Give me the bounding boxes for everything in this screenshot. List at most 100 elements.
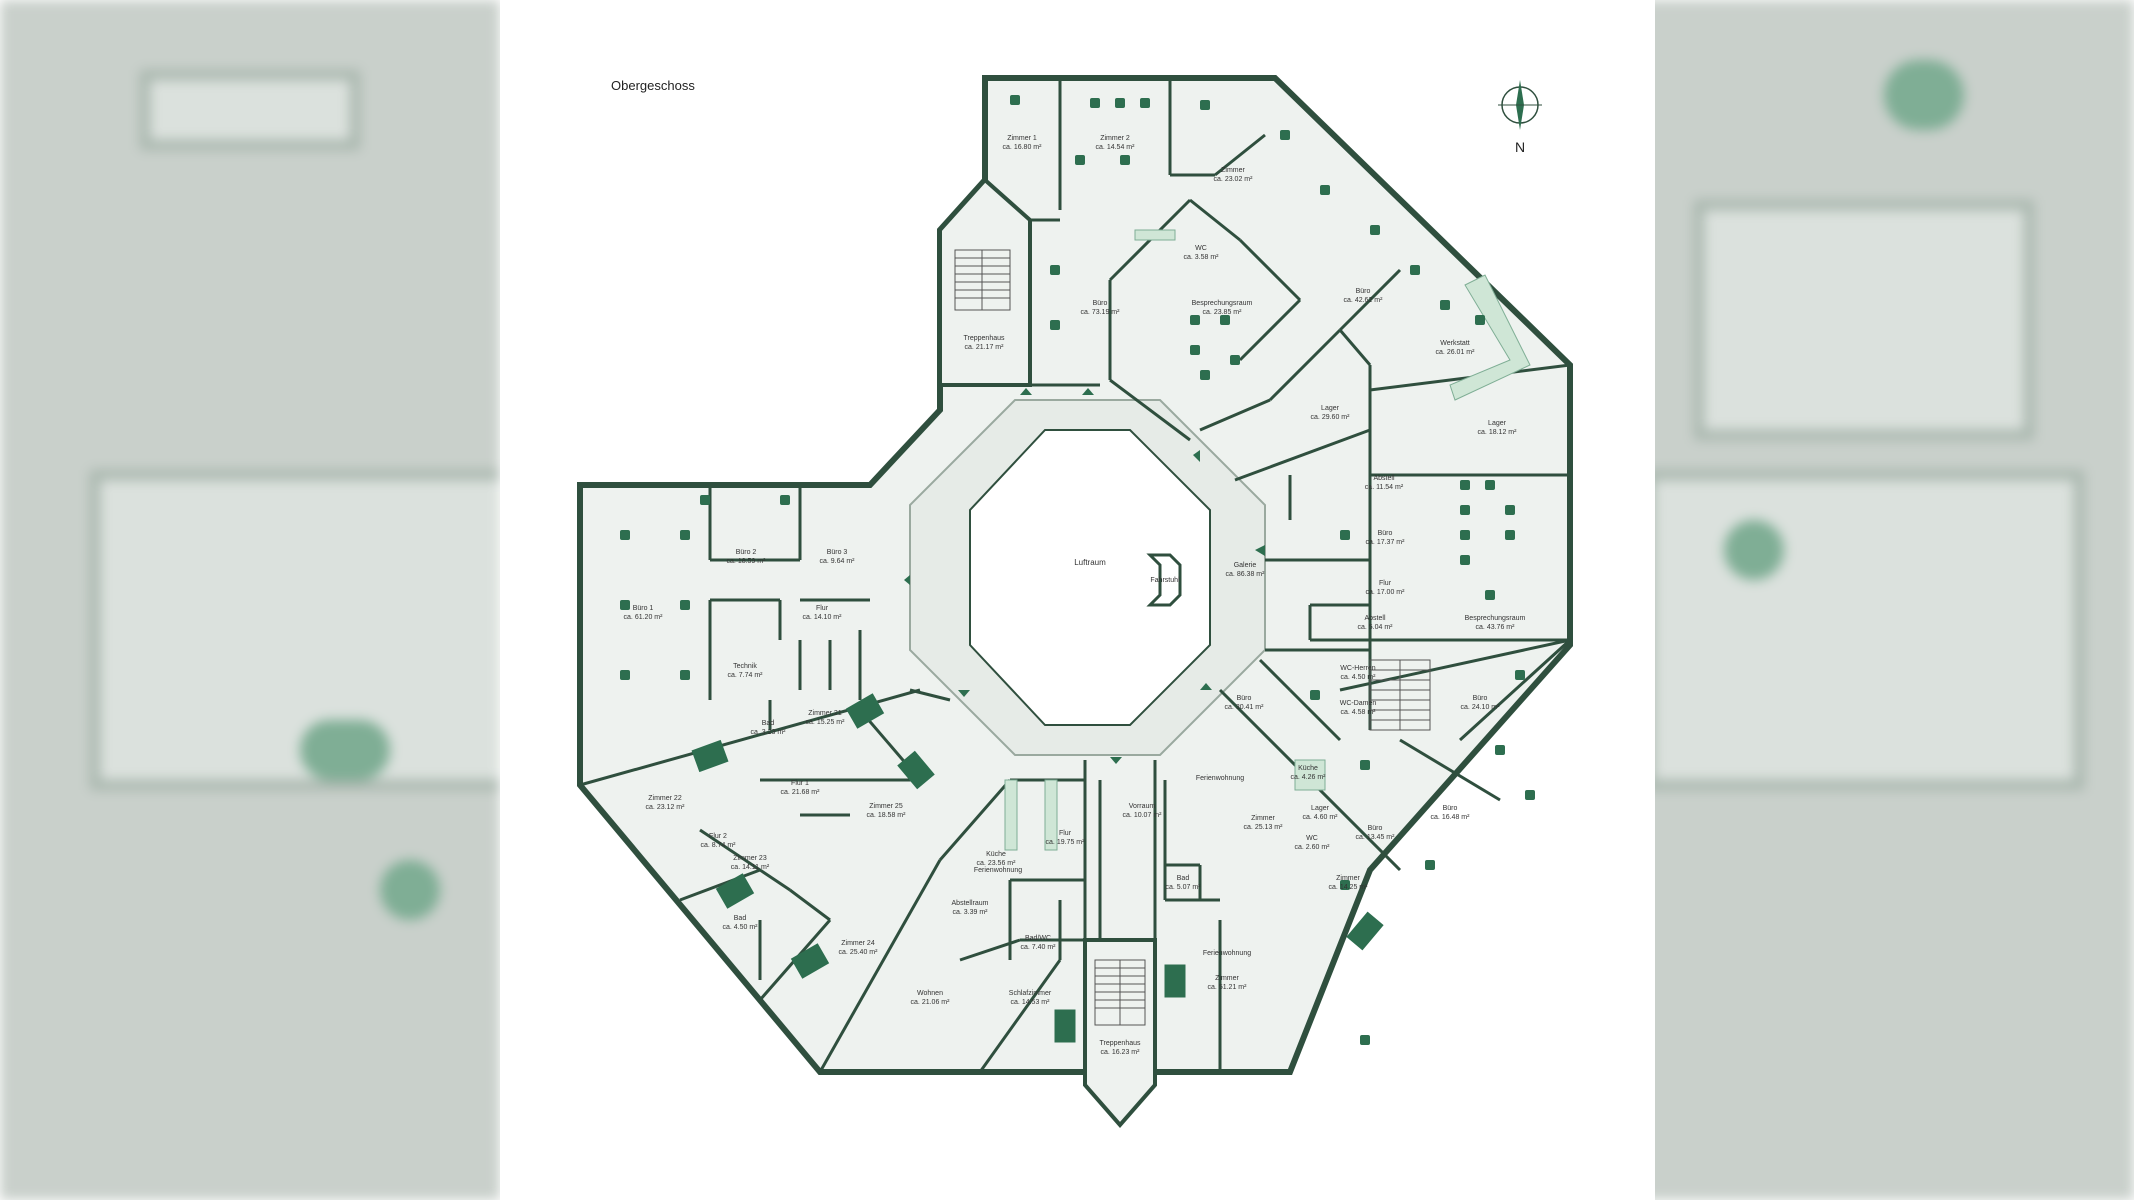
room-area-abstell-11: ca. 11.54 m² <box>1365 484 1404 491</box>
room-name-zimmer-ne: Zimmer <box>1221 167 1245 174</box>
room-area-flur-2: ca. 8.74 m² <box>700 842 736 849</box>
room-area-buero-30: ca. 30.41 m² <box>1225 704 1265 711</box>
room-name-abstell-5: Abstell <box>1364 615 1385 622</box>
room-name-kueche-fw: Küche <box>986 851 1006 858</box>
room-area-buero-13: ca. 13.45 m² <box>1356 834 1396 841</box>
room-name-lager-29: Lager <box>1321 405 1340 412</box>
room-area-zimmer-1: ca. 16.80 m² <box>1003 144 1043 151</box>
room-name-vorraum: Vorraum <box>1129 803 1156 810</box>
room-name-zimmer-25-13: Zimmer <box>1251 815 1275 822</box>
room-name-buero-30: Büro <box>1237 695 1252 702</box>
room-area-zimmer-22: ca. 23.12 m² <box>646 804 686 811</box>
room-area-zimmer-25: ca. 18.58 m² <box>867 812 907 819</box>
room-area-treppenhaus-north: ca. 21.17 m² <box>965 344 1005 351</box>
room-area-lager-18: ca. 18.12 m² <box>1478 429 1518 436</box>
room-name-treppenhaus-south: Treppenhaus <box>1100 1040 1141 1047</box>
room-area-schlafzimmer: ca. 14.53 m² <box>1011 999 1051 1006</box>
room-name-buero-17: Büro <box>1378 530 1393 537</box>
room-name-flur-17: Flur <box>1379 580 1392 587</box>
room-area-zimmer-51: ca. 51.21 m² <box>1208 984 1248 991</box>
room-name-galerie: Galerie <box>1234 562 1257 569</box>
room-area-treppenhaus-south: ca. 16.23 m² <box>1101 1049 1141 1056</box>
room-name-treppenhaus-north: Treppenhaus <box>964 335 1005 342</box>
room-area-buero-73: ca. 73.19 m² <box>1081 309 1121 316</box>
stairs-east <box>1369 659 1431 731</box>
room-area-bad-4-50: ca. 4.50 m² <box>722 924 758 931</box>
room-name-zimmer-2: Zimmer 2 <box>1100 135 1130 142</box>
room-area-bad-5: ca. 5.07 m² <box>1165 884 1201 891</box>
room-name-zimmer-21: Zimmer 21 <box>808 710 842 717</box>
room-area-zimmer-24: ca. 25.40 m² <box>839 949 879 956</box>
room-name-buero-24: Büro <box>1473 695 1488 702</box>
room-name-buero-13: Büro <box>1368 825 1383 832</box>
room-name-bad-3-23: Bad <box>762 720 775 727</box>
blurred-background-left <box>0 0 500 1200</box>
room-area-buero-17: ca. 17.37 m² <box>1366 539 1406 546</box>
room-name-buero-3: Büro 3 <box>827 549 848 556</box>
room-area-wc-north: ca. 3.58 m² <box>1183 254 1219 261</box>
entry-markers <box>904 388 1265 764</box>
kitchen-counter-west <box>1004 779 1018 851</box>
room-area-wc-damen: ca. 4.58 m² <box>1340 709 1376 716</box>
luftraum-void <box>969 429 1211 726</box>
floor-title: Obergeschoss <box>611 78 695 93</box>
room-area-bad-wc: ca. 7.40 m² <box>1020 944 1056 951</box>
room-area-kueche-4: ca. 4.26 m² <box>1290 774 1326 781</box>
room-area-besprechung-north: ca. 23.85 m² <box>1203 309 1243 316</box>
room-name-buero-16: Büro <box>1443 805 1458 812</box>
room-area-flur-17: ca. 17.00 m² <box>1366 589 1406 596</box>
room-area-buero-3: ca. 9.64 m² <box>819 558 855 565</box>
floor-plan: Obergeschoss <box>500 0 1655 1200</box>
room-name-zimmer-51: Zimmer <box>1215 975 1239 982</box>
room-name-werkstatt: Werkstatt <box>1440 340 1469 347</box>
room-name-zimmer-25: Zimmer 25 <box>869 803 903 810</box>
werkstatt-accent <box>1449 274 1531 401</box>
room-name-wc-north: WC <box>1195 245 1207 252</box>
stairs-north <box>954 249 1011 311</box>
room-name-zimmer-14: Zimmer <box>1336 875 1360 882</box>
furniture-beds <box>691 693 1384 1043</box>
room-name-buero-73: Büro <box>1093 300 1108 307</box>
room-name-abstell-11: Abstell <box>1373 475 1394 482</box>
stair-bay-south <box>1083 938 1157 1129</box>
room-name-zimmer-1: Zimmer 1 <box>1007 135 1037 142</box>
north-arrow-icon <box>1498 80 1542 130</box>
room-name-lager-4: Lager <box>1311 805 1330 812</box>
room-name-zimmer-23: Zimmer 23 <box>733 855 767 862</box>
stairs-south <box>1094 959 1146 1026</box>
room-area-zimmer-21: ca. 15.25 m² <box>806 719 846 726</box>
room-name-zimmer-22: Zimmer 22 <box>648 795 682 802</box>
room-area-wohnen: ca. 21.06 m² <box>911 999 951 1006</box>
elevator-shaft <box>1146 553 1182 607</box>
room-name-besprechung-east: Besprechungsraum <box>1465 615 1526 622</box>
room-area-wc-small: ca. 2.60 m² <box>1294 844 1330 851</box>
room-name-fahrstuhl: Fahrstuhl <box>1150 577 1180 584</box>
room-area-bad-3-23: ca. 3.23 m² <box>750 729 786 736</box>
room-area-lager-4: ca. 4.60 m² <box>1302 814 1338 821</box>
room-name-wohnen: Wohnen <box>917 990 943 997</box>
room-name-schlafzimmer: Schlafzimmer <box>1009 990 1052 997</box>
interior-walls <box>579 78 1572 1073</box>
blurred-background-right <box>1634 0 2134 1200</box>
room-area-flur-1: ca. 21.68 m² <box>781 789 821 796</box>
room-area-abstell-5: ca. 5.04 m² <box>1357 624 1393 631</box>
room-name-abstellraum: Abstellraum <box>952 900 989 907</box>
room-name-wc-small: WC <box>1306 835 1318 842</box>
room-name-flur-19: Flur <box>1059 830 1072 837</box>
room-name-bad-5: Bad <box>1177 875 1190 882</box>
room-name-buero-1: Büro 1 <box>633 605 654 612</box>
room-name-kueche-4: Küche <box>1298 765 1318 772</box>
furniture-chairs <box>620 95 1535 1045</box>
room-name-technik: Technik <box>733 663 757 670</box>
room-name-zimmer-24: Zimmer 24 <box>841 940 875 947</box>
room-name-lager-18: Lager <box>1488 420 1507 427</box>
room-area-buero-42: ca. 42.62 m² <box>1344 297 1384 304</box>
room-area-vorraum: ca. 10.07 m² <box>1123 812 1163 819</box>
room-area-buero-16: ca. 16.48 m² <box>1431 814 1471 821</box>
room-area-buero-1: ca. 61.20 m² <box>624 614 664 621</box>
room-name-wc-herren: WC-Herren <box>1340 665 1375 672</box>
room-area-zimmer-14: ca. 14.25 m² <box>1329 884 1369 891</box>
room-area-wc-herren: ca. 4.50 m² <box>1340 674 1376 681</box>
room-name-bad-wc: Bad/WC <box>1025 935 1051 942</box>
